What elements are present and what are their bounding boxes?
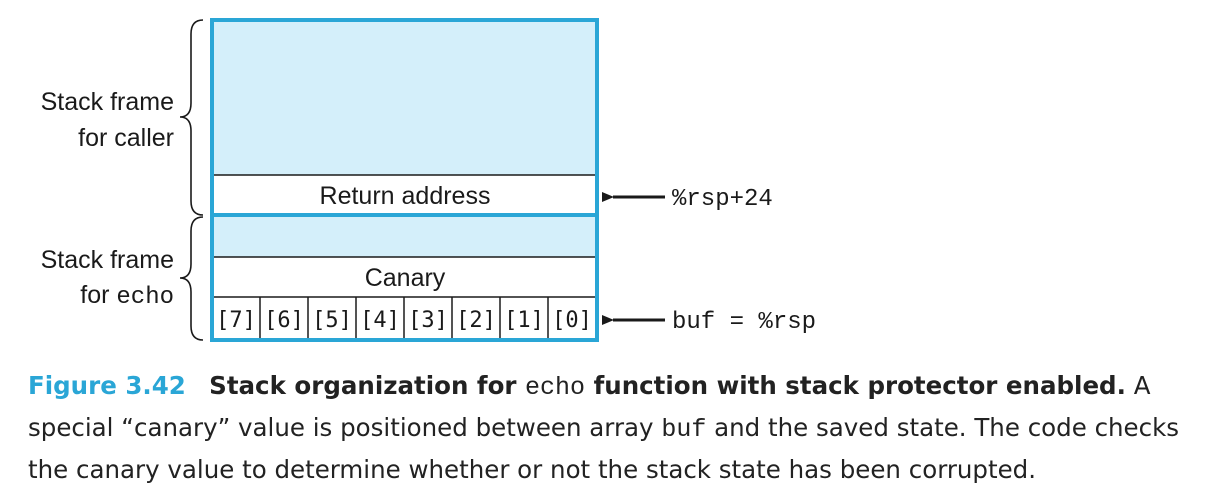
figure-number: Figure 3.42 — [28, 371, 186, 400]
buf-cell-3: [3] — [408, 308, 448, 333]
buf-cell-2: [2] — [456, 308, 496, 333]
canary-cell — [212, 257, 597, 297]
buf-cell-0: [0] — [552, 308, 592, 333]
rsp24-pointer-label: %rsp+24 — [672, 186, 773, 213]
caller-frame-brace — [179, 19, 204, 216]
canary-label: Canary — [365, 264, 446, 292]
stack-diagram: Return address Canary [7] [6] [5] [4] [3… — [41, 18, 816, 342]
buf-cell-6: [6] — [264, 308, 304, 333]
caption-body-1: A special “canary” value is positioned b… — [28, 371, 1151, 442]
buf-cell-5: [5] — [312, 308, 352, 333]
caption-title: Stack organization for echo function wit… — [209, 371, 1126, 402]
echo-frame-brace — [179, 216, 204, 341]
caller-frame-label-line2: for caller — [78, 124, 174, 152]
buf-cell-dividers — [259, 297, 549, 340]
caption-body-2: and the saved state. The code checks the… — [28, 413, 1180, 484]
caller-frame-area — [212, 20, 597, 175]
echo-frame-padding — [212, 215, 597, 257]
caption-title-code: echo — [525, 373, 586, 402]
buf-cell-1: [1] — [504, 308, 544, 333]
return-address-cell — [212, 175, 597, 215]
return-address-label: Return address — [320, 182, 491, 210]
echo-frame-label-line2: for echo — [80, 281, 174, 311]
echo-frame-label-line1: Stack frame — [41, 246, 174, 274]
echo-frame-border — [210, 213, 599, 342]
caller-frame-label-line1: Stack frame — [41, 88, 174, 116]
buf-cell-7: [7] — [216, 308, 256, 333]
buf-cells: [7] [6] [5] [4] [3] [2] [1] [0] — [216, 308, 592, 333]
buf-pointer-label: buf = %rsp — [672, 309, 816, 336]
buf-cell-4: [4] — [360, 308, 400, 333]
figure-caption: Figure 3.42 Stack organization for echo … — [28, 366, 1223, 490]
caption-body-code: buf — [661, 415, 707, 444]
